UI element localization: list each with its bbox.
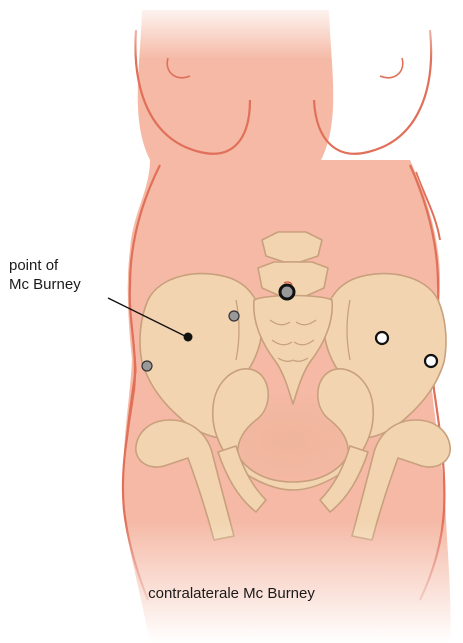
- mcburney-point-label: point of Mc Burney: [9, 256, 81, 294]
- mcburney-point-label-line1: point of: [9, 256, 81, 275]
- areola-right: [380, 58, 403, 78]
- top-fade: [0, 0, 463, 60]
- mcburney-point-marker: [184, 333, 193, 342]
- iliac-crest-marker-right: [142, 361, 152, 371]
- contralateral-caption: contralaterale Mc Burney: [0, 584, 463, 603]
- contralateral-mcburney-marker: [376, 332, 388, 344]
- iliac-spine-marker-left: [425, 355, 437, 367]
- bottom-fade: [0, 520, 463, 643]
- mcburney-point-label-line2: Mc Burney: [9, 275, 81, 294]
- lumbar-vertebra-upper: [262, 232, 322, 262]
- umbilicus-marker: [280, 285, 294, 299]
- iliac-spine-marker-right: [229, 311, 239, 321]
